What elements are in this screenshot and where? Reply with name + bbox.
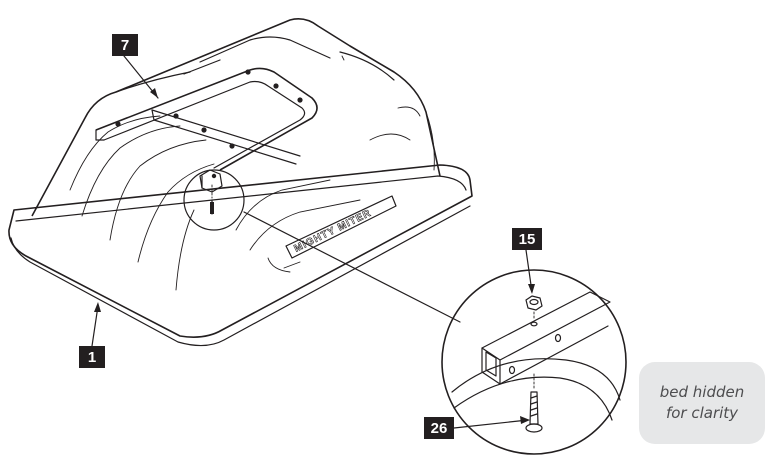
callout-26: 26 xyxy=(424,416,530,439)
detail-connector xyxy=(243,211,461,323)
callout-7-label: 7 xyxy=(121,37,129,54)
hood-body xyxy=(31,18,441,291)
base-flange xyxy=(8,164,473,347)
detail-circle-large xyxy=(441,269,627,455)
callout-15-label: 15 xyxy=(519,231,536,248)
callout-7: 7 xyxy=(112,34,159,99)
nameplate: MIGHTY MITER xyxy=(285,195,397,259)
callout-1-label: 1 xyxy=(88,349,96,366)
callout-1: 1 xyxy=(79,302,105,368)
detail-circle-small xyxy=(183,169,245,231)
nameplate-text: MIGHTY MITER xyxy=(292,208,373,255)
note-box: bed hidden for clarity xyxy=(639,362,765,444)
small-bolt xyxy=(210,184,214,215)
handle-frame xyxy=(95,67,318,193)
note-line-2: for clarity xyxy=(665,404,739,422)
callout-26-label: 26 xyxy=(431,420,448,437)
callout-15: 15 xyxy=(512,228,542,294)
note-line-1: bed hidden xyxy=(659,383,745,401)
